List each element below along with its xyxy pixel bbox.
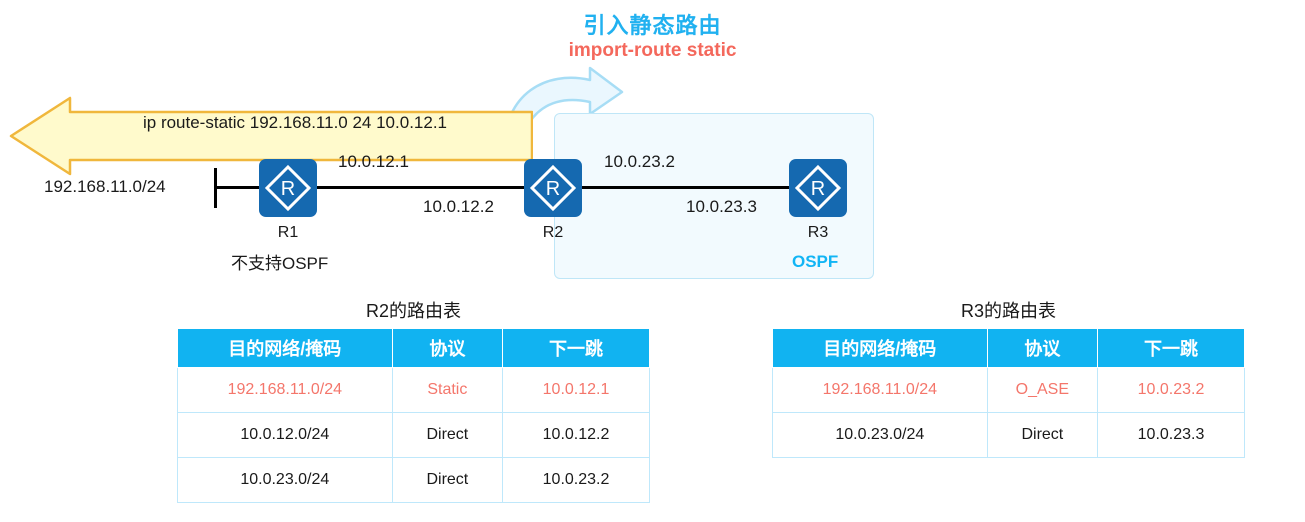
- interface-label-r3-to-r2: 10.0.23.3: [686, 197, 757, 216]
- router-r3[interactable]: R: [789, 159, 847, 217]
- ospf-region-label: OSPF: [792, 252, 839, 271]
- table-header-row: 目的网络/掩码 协议 下一跳: [772, 328, 1245, 368]
- svg-text:R: R: [281, 178, 295, 200]
- cell-nexthop: 10.0.12.1: [502, 367, 650, 413]
- cell-nexthop: 10.0.12.2: [502, 412, 650, 458]
- table-row: 192.168.11.0/24 Static 10.0.12.1: [177, 367, 650, 413]
- page-title-en: import-route static: [568, 40, 737, 61]
- cell-protocol: Direct: [986, 412, 1099, 458]
- interface-label-r2-to-r1: 10.0.12.2: [423, 197, 494, 216]
- router-r1[interactable]: R: [259, 159, 317, 217]
- column-header-destination: 目的网络/掩码: [177, 328, 393, 368]
- router-r2-label: R2: [542, 224, 564, 241]
- cell-destination: 192.168.11.0/24: [772, 367, 988, 413]
- router-r1-label: R1: [277, 224, 299, 241]
- lan-network-label: 192.168.11.0/24: [44, 177, 166, 196]
- cell-protocol: O_ASE: [986, 367, 1099, 413]
- router-r3-label: R3: [807, 224, 829, 241]
- cell-destination: 192.168.11.0/24: [177, 367, 393, 413]
- routing-table-r3: 目的网络/掩码 协议 下一跳 192.168.11.0/24 O_ASE 10.…: [772, 328, 1245, 458]
- table-title-r2: R2的路由表: [365, 301, 461, 321]
- table-title-r3: R3的路由表: [960, 301, 1056, 321]
- routing-table-r2: 目的网络/掩码 协议 下一跳 192.168.11.0/24 Static 10…: [177, 328, 650, 503]
- cell-destination: 10.0.12.0/24: [177, 412, 393, 458]
- table-header-row: 目的网络/掩码 协议 下一跳: [177, 328, 650, 368]
- table-row: 10.0.23.0/24 Direct 10.0.23.3: [772, 412, 1245, 458]
- cell-nexthop: 10.0.23.3: [1097, 412, 1245, 458]
- cell-destination: 10.0.23.0/24: [772, 412, 988, 458]
- table-row: 10.0.12.0/24 Direct 10.0.12.2: [177, 412, 650, 458]
- table-row: 192.168.11.0/24 O_ASE 10.0.23.2: [772, 367, 1245, 413]
- cell-destination: 10.0.23.0/24: [177, 457, 393, 503]
- interface-label-r1-to-r2: 10.0.12.1: [338, 152, 409, 171]
- link-r2-to-r3: [580, 186, 792, 189]
- cell-nexthop: 10.0.23.2: [1097, 367, 1245, 413]
- interface-label-r2-to-r3: 10.0.23.2: [604, 152, 675, 171]
- static-route-command-banner: [8, 96, 534, 176]
- static-route-command-text: ip route-static 192.168.11.0 24 10.0.12.…: [142, 113, 448, 132]
- cell-protocol: Direct: [391, 412, 504, 458]
- column-header-nexthop: 下一跳: [502, 328, 650, 368]
- column-header-destination: 目的网络/掩码: [772, 328, 988, 368]
- r1-ospf-note: 不支持OSPF: [231, 254, 329, 273]
- link-r1-to-r2: [316, 186, 528, 189]
- svg-text:R: R: [811, 178, 825, 200]
- column-header-nexthop: 下一跳: [1097, 328, 1245, 368]
- column-header-protocol: 协议: [391, 328, 504, 368]
- router-r2[interactable]: R: [524, 159, 582, 217]
- page-title-cn: 引入静态路由: [583, 13, 722, 38]
- link-lan-to-r1: [214, 186, 262, 189]
- cell-protocol: Direct: [391, 457, 504, 503]
- cell-protocol: Static: [391, 367, 504, 413]
- cell-nexthop: 10.0.23.2: [502, 457, 650, 503]
- svg-text:R: R: [546, 178, 560, 200]
- column-header-protocol: 协议: [986, 328, 1099, 368]
- table-row: 10.0.23.0/24 Direct 10.0.23.2: [177, 457, 650, 503]
